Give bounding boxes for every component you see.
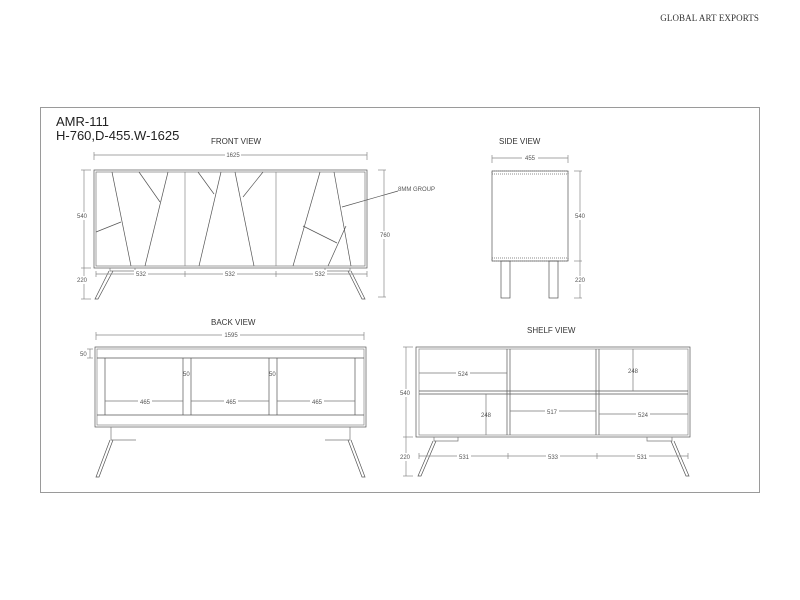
side-view-title: SIDE VIEW [499, 137, 541, 146]
side-leg-height-label: 220 [575, 278, 586, 284]
side-view: 455 540 220 [491, 154, 588, 299]
shelf-leg-height-label: 220 [400, 455, 411, 461]
back-width-label: 1595 [224, 333, 238, 339]
front-leg-height-label: 220 [77, 278, 88, 284]
side-depth-label: 455 [525, 156, 536, 162]
overall-dimensions: H-760,D-455.W-1625 [56, 128, 180, 143]
back-bay-2-width: 465 [226, 400, 237, 406]
front-door-1-width: 532 [136, 272, 147, 278]
drawing-frame [40, 107, 760, 493]
shelf-bay-2-width: 533 [548, 455, 559, 461]
model-code: AMR-111 [56, 114, 109, 129]
shelf-middle-width: 517 [547, 410, 558, 416]
front-view: 1625 8MM GROUP 540 220 [76, 151, 435, 300]
shelf-body-height-label: 540 [400, 391, 411, 397]
back-divider-1-label: 50 [183, 372, 190, 378]
shelf-bay-1-width: 531 [459, 455, 470, 461]
back-top-rail-label: 50 [80, 352, 87, 358]
front-door-2-width: 532 [225, 272, 236, 278]
back-bay-1-width: 465 [140, 400, 151, 406]
side-body-height-label: 540 [575, 214, 586, 220]
back-view-title: BACK VIEW [211, 318, 256, 327]
shelf-bay-3-width: 531 [637, 455, 648, 461]
model-info: AMR-111 H-760,D-455.W-1625 [56, 115, 179, 143]
shelf-right-width: 524 [638, 413, 649, 419]
shelf-left-lower-height: 248 [481, 413, 492, 419]
front-door-3-width: 532 [315, 272, 326, 278]
front-total-height-label: 760 [380, 233, 391, 239]
shelf-right-upper-height: 248 [628, 369, 639, 375]
shelf-left-width: 524 [458, 372, 469, 378]
back-bay-3-width: 465 [312, 400, 323, 406]
front-width-label: 1625 [226, 153, 240, 159]
front-view-title: FRONT VIEW [211, 137, 262, 146]
back-view: 1595 50 50 465 465 465 50 [80, 331, 367, 478]
front-callout-label: 8MM GROUP [398, 187, 435, 193]
back-divider-2-label: 50 [269, 372, 276, 378]
company-brand: GLOBAL ART EXPORTS [660, 13, 759, 23]
shelf-view: 524 248 517 248 524 540 220 531 [399, 346, 691, 477]
front-body-height-label: 540 [77, 214, 88, 220]
shelf-view-title: SHELF VIEW [527, 326, 576, 335]
